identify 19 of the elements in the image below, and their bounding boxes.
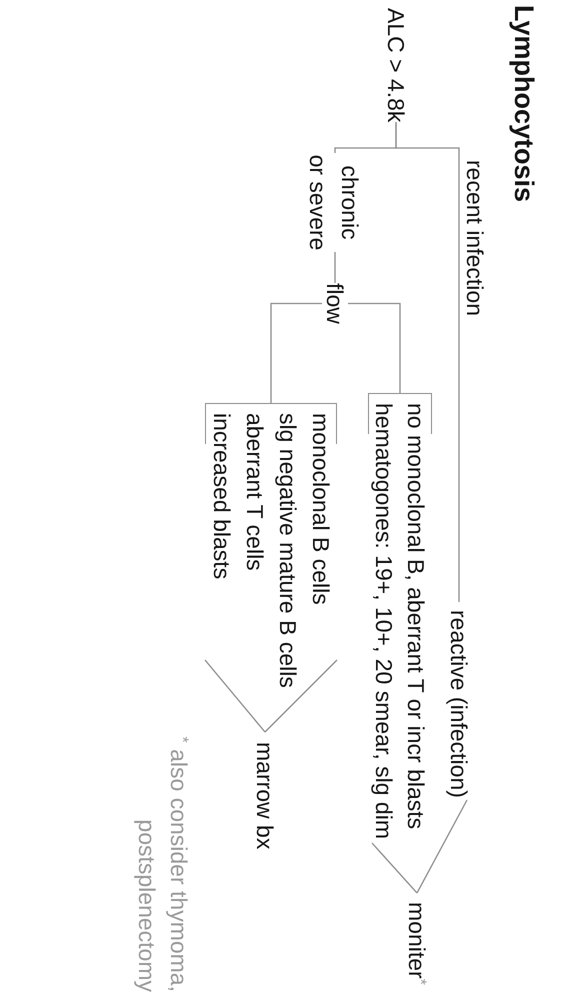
node-text: ALC > 4.8k (382, 8, 410, 122)
list-text: slg negative mature B cells (274, 413, 302, 688)
node-text: reactive (infection) (445, 602, 473, 798)
connector-line (416, 800, 468, 894)
node-text: flow (322, 283, 348, 324)
connector-line (372, 842, 418, 894)
list-text: monoclonal B cells (307, 413, 335, 607)
edge-label: recent infection (461, 160, 489, 316)
merge-chevron (204, 659, 338, 733)
connector-line (270, 302, 322, 403)
bracket (368, 393, 432, 839)
list-text: hematogones: 19+, 10+, 20 smear, slg dim (370, 403, 398, 839)
list-text: no monoclonal B, aberrant T or incr blasts (402, 403, 430, 832)
node-text: marrow bx (251, 732, 279, 850)
list-text: aberrant T cells (241, 413, 269, 573)
bracket (205, 403, 337, 688)
connector-line (348, 302, 401, 393)
list-text: increased blasts (208, 413, 236, 582)
title-text: Lymphocytosis (508, 5, 540, 202)
